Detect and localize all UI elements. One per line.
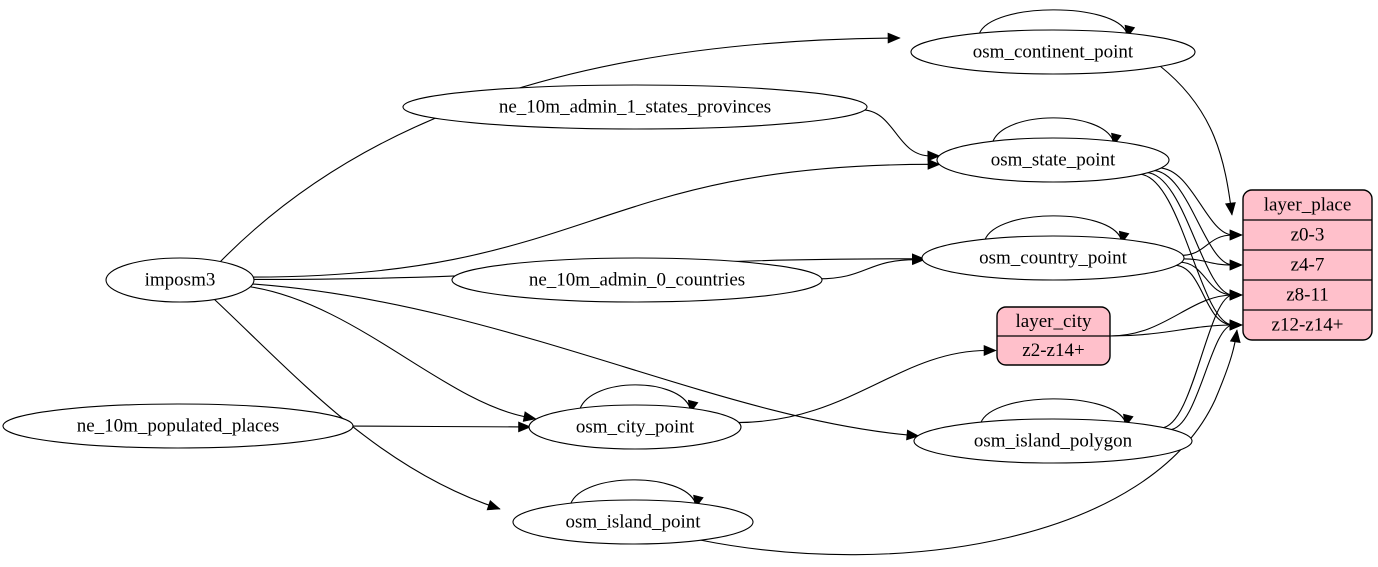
- node-label: osm_city_point: [576, 416, 695, 437]
- graph-node-osm_continent_point[interactable]: osm_continent_point: [910, 29, 1196, 75]
- record-row-label[interactable]: z12-z14+: [1272, 314, 1344, 335]
- graph-node-ne_10m_admin_1_states_provinces[interactable]: ne_10m_admin_1_states_provinces: [402, 84, 868, 130]
- graph-record-layer_city[interactable]: layer_city z2-z14+: [996, 306, 1111, 366]
- graph-edge: [1145, 171, 1243, 301]
- graph-edge: [349, 421, 532, 433]
- record-row-label[interactable]: z4-7: [1291, 254, 1325, 275]
- graph-node-osm_country_point[interactable]: osm_country_point: [921, 235, 1185, 281]
- record-row-label[interactable]: z0-3: [1291, 224, 1325, 245]
- node-shape: [913, 418, 1193, 464]
- record-row-label[interactable]: z8-11: [1286, 284, 1329, 305]
- graph-node-osm_island_point[interactable]: osm_island_point: [512, 499, 754, 545]
- graph-edge: [248, 286, 537, 422]
- graph-edge: [1180, 229, 1243, 256]
- record-background: [1242, 189, 1373, 341]
- graph-edge: [251, 283, 920, 441]
- node-label: osm_country_point: [979, 247, 1127, 268]
- node-shape: [921, 235, 1185, 281]
- graph-edge: [860, 109, 941, 162]
- graph-edge: [1159, 65, 1236, 216]
- graph-edge: [1181, 258, 1243, 271]
- node-shape: [910, 29, 1196, 75]
- record-row-label[interactable]: layer_place: [1264, 194, 1352, 215]
- node-shape: [2, 403, 354, 449]
- record-row-label[interactable]: z2-z14+: [1022, 340, 1084, 361]
- graph-node-osm_city_point[interactable]: osm_city_point: [528, 404, 742, 450]
- graph-node-osm_state_point[interactable]: osm_state_point: [936, 137, 1170, 183]
- graph-edge: [1160, 289, 1243, 429]
- node-shape: [512, 499, 754, 545]
- node-label: ne_10m_populated_places: [77, 415, 280, 436]
- graph-node-ne_10m_admin_0_countries[interactable]: ne_10m_admin_0_countries: [451, 257, 823, 303]
- record-row-label[interactable]: layer_city: [1016, 311, 1092, 332]
- graph-node-osm_island_polygon[interactable]: osm_island_polygon: [913, 418, 1193, 464]
- node-label: ne_10m_admin_0_countries: [529, 269, 745, 290]
- graph-edge: [818, 254, 926, 280]
- graph-edge: [1109, 289, 1243, 337]
- graph-edge: [213, 298, 501, 511]
- node-label: osm_continent_point: [973, 41, 1134, 62]
- node-shape: [451, 257, 823, 303]
- graph-edge: [1169, 319, 1243, 431]
- node-label: ne_10m_admin_1_states_provinces: [499, 96, 771, 117]
- node-shape: [528, 404, 742, 450]
- node-label: osm_island_point: [565, 511, 701, 532]
- node-shape: [402, 84, 868, 130]
- graph-node-imposm3[interactable]: imposm3: [105, 257, 255, 303]
- graph-edge: [219, 32, 901, 263]
- node-shape: [105, 257, 255, 303]
- graph-node-ne_10m_populated_places[interactable]: ne_10m_populated_places: [2, 403, 354, 449]
- graph-edge: [699, 329, 1241, 556]
- nodes-layer: imposm3 ne_10m_admin_1_states_provincesne…: [2, 29, 1373, 545]
- node-label: imposm3: [145, 269, 216, 290]
- graph-record-layer_place[interactable]: layer_place z0-3 z4-7 z8-11 z12-z14+: [1242, 189, 1373, 341]
- node-label: osm_state_point: [991, 149, 1116, 170]
- graph-edge: [251, 158, 941, 278]
- node-shape: [936, 137, 1170, 183]
- node-label: osm_island_polygon: [974, 430, 1133, 451]
- graph-edge: [736, 345, 997, 424]
